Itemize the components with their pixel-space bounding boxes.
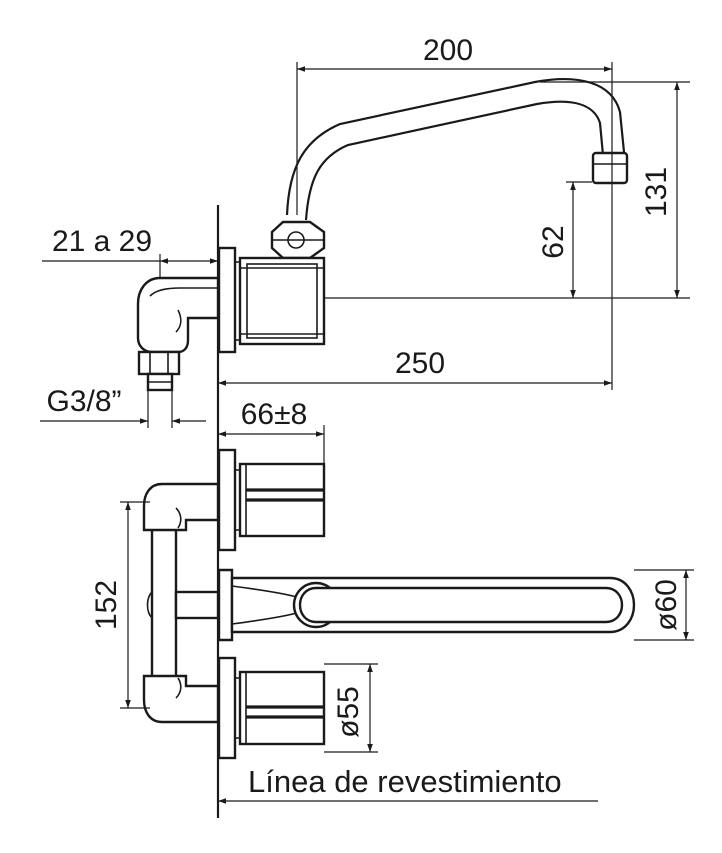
- spout-tube-outer: [285, 78, 626, 216]
- top-view: [142, 448, 636, 760]
- dim-spout-reach: 200: [423, 34, 473, 67]
- side-view: [136, 78, 629, 392]
- hex-nut: [137, 350, 181, 376]
- aerator: [591, 151, 629, 185]
- dim-spout-diameter: ø60: [650, 579, 683, 631]
- covering-line-caption: Línea de revestimiento: [248, 764, 562, 799]
- escutcheon-upper: [217, 448, 237, 552]
- dim-handle-diameter: ø55: [332, 686, 365, 738]
- dim-thread: G3/8”: [46, 385, 121, 418]
- spout-tube-top: [298, 586, 624, 624]
- mixer-body: [238, 256, 326, 346]
- center-body: [217, 568, 234, 642]
- dim-outlet-height: 62: [537, 225, 570, 258]
- dim-spout-height: 131: [640, 167, 673, 217]
- center-connector: [174, 590, 220, 620]
- upper-elbow: [142, 482, 220, 532]
- dim-handle-projection: 66±8: [241, 398, 308, 431]
- dim-wall-offset: 21 a 29: [52, 225, 152, 258]
- dim-centers: 152: [90, 580, 123, 630]
- eccentric-connector: [136, 276, 220, 354]
- dim-total-projection: 250: [395, 347, 445, 380]
- dimension-lines-bottom: [120, 425, 694, 804]
- dimension-lines-top: [40, 62, 690, 428]
- supply-pipe: [150, 518, 178, 692]
- escutcheon-side: [217, 246, 237, 354]
- spout-tube-inner: [304, 100, 605, 221]
- escutcheon-lower: [217, 656, 237, 760]
